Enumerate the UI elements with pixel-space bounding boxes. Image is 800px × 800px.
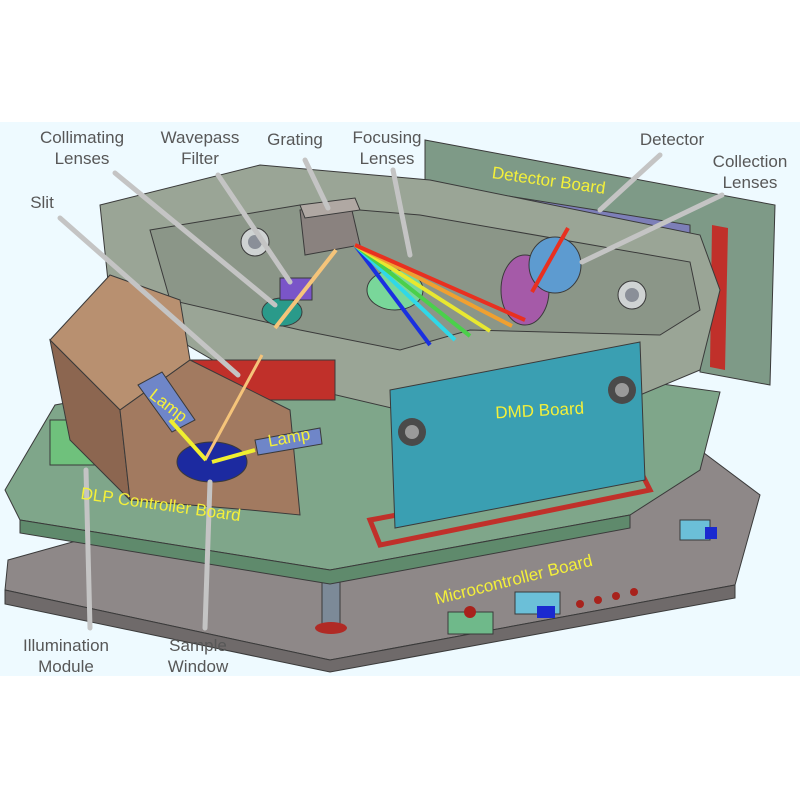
label-sample-window: Sample: [169, 636, 227, 655]
label-sample-window: Window: [168, 657, 229, 676]
label-focusing-lenses: Focusing: [353, 128, 422, 147]
label-focusing-lenses: Lenses: [360, 149, 415, 168]
ray-to-detector: [530, 227, 570, 293]
label-collection-lenses: Collection: [713, 152, 788, 171]
label-illumination-module: Module: [38, 657, 94, 676]
label-detector: Detector: [640, 130, 705, 149]
illumination-module: [49, 274, 323, 516]
light-paths: [168, 227, 570, 464]
label-wavepass-filter: Filter: [181, 149, 219, 168]
dispersed-ray-red: [354, 243, 526, 322]
dispersed-ray-green: [353, 243, 472, 338]
label-slit: Slit: [30, 193, 54, 212]
lamp-right: [254, 427, 323, 456]
dispersed-ray-blue: [353, 243, 432, 347]
collection-lens: [528, 236, 582, 294]
label-wavepass-filter: Wavepass: [161, 128, 240, 147]
dispersed-ray-yellow: [353, 243, 492, 333]
label-collimating-lenses: Collimating: [40, 128, 124, 147]
leader-lines: [57, 152, 725, 631]
label-dmd-board: DMD Board: [495, 399, 585, 423]
label-collection-lenses: Lenses: [723, 173, 778, 192]
beam-to-grating: [273, 248, 338, 330]
lamp-left: [137, 371, 196, 433]
label-illumination-module: Illumination: [23, 636, 109, 655]
dmd-board: [389, 341, 646, 529]
dispersed-ray-cyan: [353, 243, 457, 342]
label-grating: Grating: [267, 130, 323, 149]
label-collimating-lenses: Lenses: [55, 149, 110, 168]
